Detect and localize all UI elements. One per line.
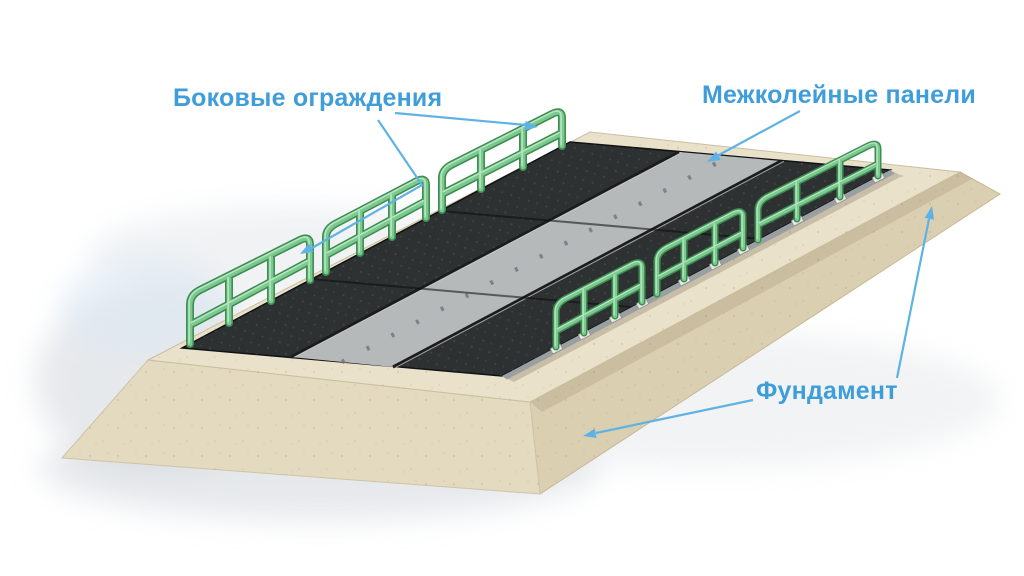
panel-center-dashes: [340, 154, 732, 364]
arrow-side-guards-top: [394, 111, 538, 131]
label-side-guards: Боковые ограждения: [173, 84, 443, 112]
foundation-right-face-texture: [530, 172, 1000, 494]
deck-seam-2: [440, 210, 762, 240]
label-foundation: Фундамент: [756, 377, 898, 405]
arrow-foundation-right: [895, 206, 935, 379]
rail-left-line: [290, 150, 680, 359]
foundation-right-face-shade: [530, 172, 972, 412]
arrow-foundation-front: [583, 398, 754, 438]
leader-arrows: [300, 110, 935, 438]
arrow-inter-track-panels: [707, 110, 801, 162]
foundation-front-face-texture: [62, 360, 540, 494]
rail-left-highlight: [293, 151, 683, 358]
deck-seam-1: [310, 278, 632, 308]
rail-right-line: [392, 159, 782, 369]
inter-track-panel-strip: [291, 152, 781, 367]
weighbridge-deck: [179, 141, 895, 380]
rail-right-highlight: [395, 160, 785, 368]
label-inter-track-panels: Межколейные панели: [702, 81, 976, 109]
arrow-side-guards-left: [300, 119, 424, 254]
